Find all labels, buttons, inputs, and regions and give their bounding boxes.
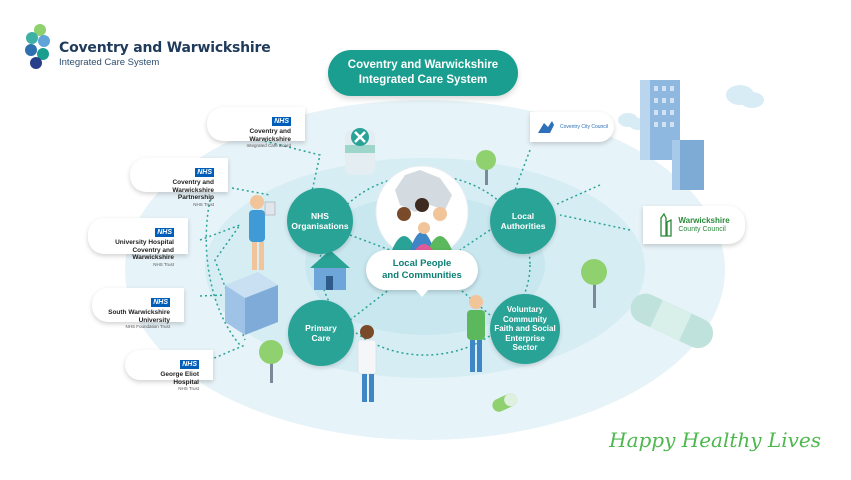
bear-logo-icon — [660, 212, 673, 237]
logo-title: Coventry and Warwickshire — [59, 40, 271, 56]
man-with-clipboard — [467, 295, 485, 372]
org-note: NHS Trust — [178, 386, 199, 391]
card-warwickshire-county-council: Warwickshire County Council — [643, 206, 745, 244]
card-uhcw: NHS University Hospital Coventry and War… — [88, 218, 188, 267]
org-name: Coventry and Warwickshire — [249, 128, 291, 143]
node-label-line: Local — [511, 210, 535, 221]
logo-mark — [25, 24, 50, 69]
tagline: Happy Healthy Lives — [609, 428, 821, 452]
capsule — [492, 393, 518, 412]
node-label-line: Community — [503, 314, 547, 324]
org-note: NHS Trust — [153, 261, 174, 267]
node-local-authorities: Local Authorities — [490, 188, 556, 254]
node-label-line: Organisations — [291, 221, 349, 231]
node-label-line: NHS — [311, 210, 329, 221]
org-note: Integrated Care Board — [246, 143, 291, 148]
woman-with-tablet — [249, 195, 276, 270]
card-coventry-city-council: Coventry City Council — [530, 112, 614, 142]
card-swft: NHS South Warwickshire University NHS Fo… — [92, 288, 184, 329]
nhs-logo-icon: NHS — [155, 228, 174, 237]
org-name: Coventry and Warwickshire Partnership — [172, 179, 214, 201]
center-label-local-people: Local People and Communities — [366, 250, 478, 290]
node-label-line: Care — [311, 333, 331, 343]
org-name: George Eliot Hospital — [160, 371, 199, 386]
buildings — [640, 80, 704, 190]
node-label-line: Authorities — [500, 221, 546, 231]
trees — [259, 150, 607, 383]
council-name-line1: Warwickshire — [678, 216, 730, 225]
org-note: NHS Foundation Trust — [125, 324, 170, 329]
nhs-logo-icon: NHS — [272, 117, 291, 126]
house — [310, 250, 350, 290]
clouds — [618, 85, 764, 130]
node-label-line: Voluntary — [506, 305, 544, 315]
plaster — [630, 293, 714, 349]
speech-pointer-icon — [414, 288, 430, 297]
center-label-line: Local People — [392, 258, 452, 269]
ics-title: Coventry and Warwickshire Integrated Car… — [328, 50, 518, 96]
dotted-connectors — [199, 139, 631, 363]
node-voluntary-sector: Voluntary Community Faith and Social Ent… — [490, 294, 560, 364]
node-label-line: Sector — [512, 343, 538, 353]
title-line-2: Integrated Care System — [358, 74, 488, 86]
title-line-1: Coventry and Warwickshire — [347, 59, 499, 71]
community-circle — [375, 165, 469, 259]
logo-subtitle: Integrated Care System — [59, 57, 160, 68]
center-label-line: and Communities — [382, 270, 462, 281]
node-label-line: Enterprise — [505, 333, 545, 343]
doctor — [357, 325, 377, 402]
node-primary-care: Primary Care — [288, 300, 354, 366]
org-name: South Warwickshire University — [108, 309, 170, 324]
node-label-line: Faith and Social — [494, 324, 556, 334]
org-note: NHS Trust — [193, 201, 214, 207]
nhs-logo-icon: NHS — [151, 298, 170, 307]
council-name: Coventry City Council — [559, 124, 609, 130]
hospital-building — [225, 272, 278, 335]
node-label-line: Primary — [305, 322, 337, 333]
card-george-eliot: NHS George Eliot Hospital NHS Trust — [125, 350, 213, 391]
node-nhs-organisations: NHS Organisations — [287, 188, 353, 254]
council-name-line2: County Council — [678, 226, 726, 233]
elephant-logo-icon — [537, 121, 554, 133]
nhs-logo-icon: NHS — [180, 360, 199, 369]
logo: Coventry and Warwickshire Integrated Car… — [59, 40, 271, 68]
org-name: University Hospital Coventry and Warwick… — [115, 239, 174, 261]
pill-bottle — [345, 128, 375, 175]
nhs-logo-icon: NHS — [195, 168, 214, 177]
card-icb: NHS Coventry and Warwickshire Integrated… — [207, 107, 305, 148]
card-partnership: NHS Coventry and Warwickshire Partnershi… — [130, 158, 228, 207]
